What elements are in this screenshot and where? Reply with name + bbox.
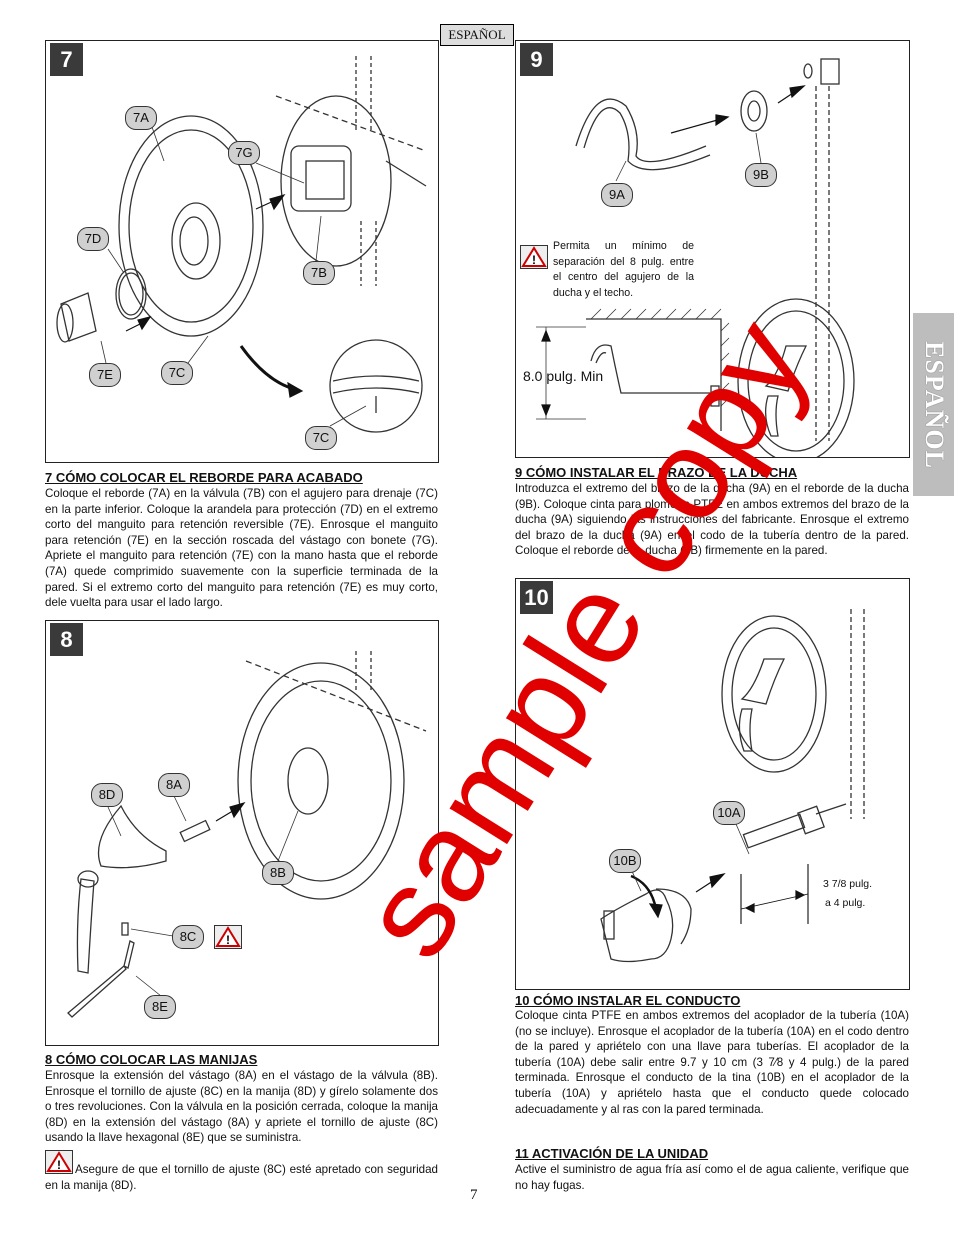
dimension-label: 3 7/8 pulg. bbox=[823, 878, 873, 890]
callout-label: 10B bbox=[609, 849, 641, 873]
step9-illustration-panel: 9 bbox=[515, 40, 910, 458]
dimension-label: a 4 pulg. bbox=[825, 897, 866, 909]
step10-title: 10 CÓMO INSTALAR EL CONDUCTO bbox=[515, 993, 741, 1008]
language-label: ESPAÑOL bbox=[440, 24, 514, 46]
callout-label: 7E bbox=[89, 363, 121, 387]
warning-icon: ! bbox=[520, 245, 548, 269]
step7-illustration-panel: 7 bbox=[45, 40, 439, 463]
language-side-tab: ESPAÑOL bbox=[913, 313, 954, 496]
callout-label: 7B bbox=[303, 261, 335, 285]
step8-title: 8 CÓMO COLOCAR LAS MANIJAS bbox=[45, 1052, 258, 1067]
callout-label: 9B bbox=[745, 163, 777, 187]
svg-text:!: ! bbox=[226, 933, 230, 947]
callout-label: 8A bbox=[158, 773, 190, 797]
callout-label: 8B bbox=[262, 861, 294, 885]
callout-label: 7C bbox=[161, 361, 193, 385]
step7-body: Coloque el reborde (7A) en la válvula (7… bbox=[45, 487, 438, 610]
warning-icon: ! bbox=[214, 925, 242, 949]
dimension-label: 8.0 pulg. Min bbox=[523, 368, 604, 384]
page-number: 7 bbox=[470, 1187, 478, 1203]
step-number: 9 bbox=[520, 43, 553, 76]
step7-illustration bbox=[56, 56, 427, 433]
callout-label: 7A bbox=[125, 106, 157, 130]
step11-title: 11 ACTIVACIÓN DE LA UNIDAD bbox=[515, 1146, 709, 1161]
step-number: 8 bbox=[50, 623, 83, 656]
callout-label: 8C bbox=[172, 925, 204, 949]
callout-label: 8E bbox=[144, 995, 176, 1019]
step9-illustration bbox=[536, 58, 855, 457]
step9-warning: Permita un mínimo de separación del 8 pu… bbox=[553, 240, 694, 299]
callout-label: 7G bbox=[228, 141, 260, 165]
step8-warning: Asegure de que el tornillo de ajuste (8C… bbox=[45, 1163, 438, 1192]
svg-text:!: ! bbox=[532, 253, 536, 267]
callout-label: 8D bbox=[91, 783, 123, 807]
step10-illustration-panel: 10 bbox=[515, 578, 910, 990]
step-number: 7 bbox=[50, 43, 83, 76]
callout-label: 9A bbox=[601, 183, 633, 207]
step11-body: Active el suministro de agua fría así co… bbox=[515, 1163, 909, 1192]
step8-illustration-panel: 8 bbox=[45, 620, 439, 1046]
step10-body: Coloque cinta PTFE en ambos extremos del… bbox=[515, 1009, 909, 1116]
svg-text:!: ! bbox=[57, 1158, 61, 1172]
step9-title: 9 CÓMO INSTALAR EL BRAZO DE LA DUCHA bbox=[515, 465, 798, 480]
warning-icon: ! bbox=[45, 1150, 73, 1174]
callout-label: 7D bbox=[77, 227, 109, 251]
callout-label: 10A bbox=[713, 801, 745, 825]
step10-illustration bbox=[600, 609, 865, 963]
step8-body: Enrosque la extensión del vástago (8A) e… bbox=[45, 1069, 438, 1145]
step8-illustration bbox=[67, 651, 427, 1018]
step9-body: Introduzca el extremo del brazo de la du… bbox=[515, 482, 909, 558]
step-number: 10 bbox=[520, 581, 553, 614]
step7-title: 7 CÓMO COLOCAR EL REBORDE PARA ACABADO bbox=[45, 470, 363, 485]
callout-label: 7C bbox=[305, 426, 337, 450]
